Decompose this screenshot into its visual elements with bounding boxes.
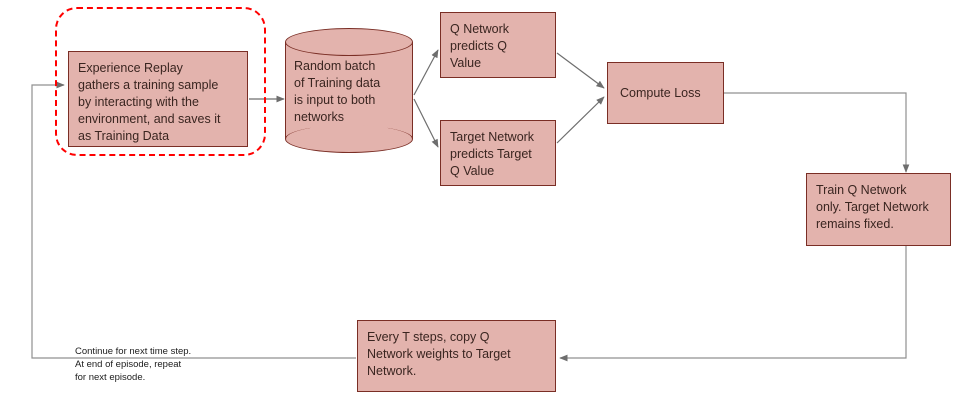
loop-note: Continue for next time step. At end of e… (75, 346, 192, 383)
node-copy-weights[interactable]: Every T steps, copy Q Network weights to… (357, 320, 556, 392)
node-experience-replay[interactable]: Experience Replay gathers a training sam… (68, 51, 248, 147)
node-random-batch-label: Random batch of Training data is input t… (294, 59, 381, 124)
node-compute-loss[interactable]: Compute Loss (607, 62, 724, 124)
edge-target-network-to-compute-loss (556, 96, 605, 144)
edge-q-network-to-compute-loss (556, 52, 605, 89)
edge-random-batch-to-target-network (413, 98, 439, 148)
edge-compute-loss-to-train-q-network (724, 92, 910, 173)
experience-replay-group (55, 7, 266, 156)
cylinder-body (285, 42, 413, 139)
cylinder-top-ellipse (285, 28, 413, 56)
node-target-network-predicts[interactable]: Target Network predicts Target Q Value (440, 120, 556, 186)
edge-train-q-network-to-copy-weights (559, 246, 907, 362)
node-random-batch[interactable]: Random batch of Training data is input t… (285, 28, 413, 153)
node-train-q-network[interactable]: Train Q Network only. Target Network rem… (806, 173, 951, 246)
cylinder-bottom-ellipse (285, 125, 413, 153)
node-q-network-predicts[interactable]: Q Network predicts Q Value (440, 12, 556, 78)
edge-random-batch-to-q-network (413, 49, 439, 96)
